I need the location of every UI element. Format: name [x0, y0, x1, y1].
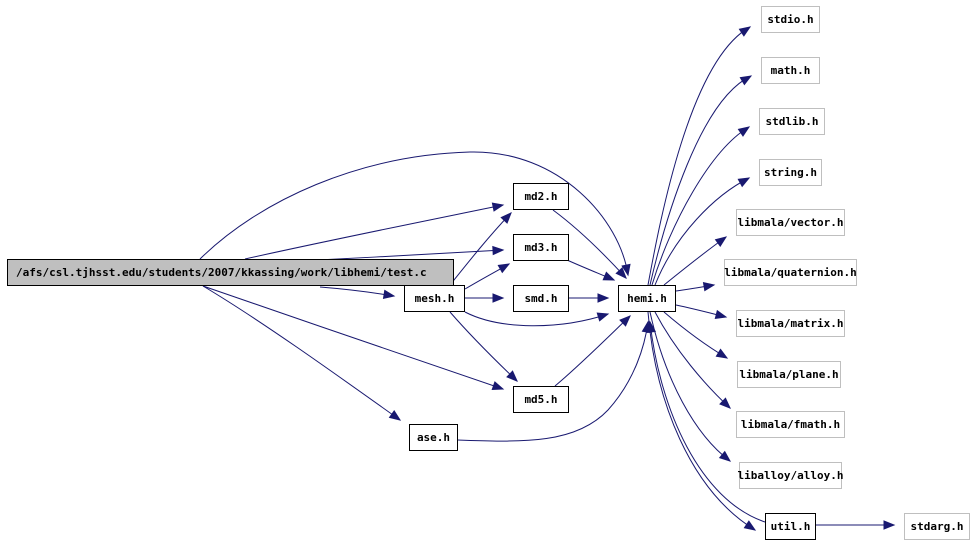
edge-hemi-h-to-math-h-arrowhead	[739, 75, 753, 86]
edge-test-c-to-hemi-h	[199, 151, 629, 276]
edge-hemi-h-to-vector-h-arrowhead	[714, 236, 728, 247]
edge-test-c-to-md3-h	[317, 249, 504, 261]
edge-md3-h-to-hemi-h-arrowhead	[602, 271, 616, 281]
edge-md2-h-to-hemi-h-arrowhead	[615, 267, 627, 279]
node-alloy-h: liballoy/alloy.h	[737, 462, 844, 489]
edge-hemi-h-to-util-h	[647, 311, 756, 531]
node-label: stdlib.h	[765, 115, 819, 128]
node-math-h: math.h	[761, 57, 820, 84]
edge-hemi-h-to-util-h-arrowhead	[743, 520, 757, 531]
node-ase-h[interactable]: ase.h	[409, 424, 458, 451]
node-mesh-h[interactable]: mesh.h	[404, 285, 465, 312]
node-fmath-h: libmala/fmath.h	[736, 411, 845, 438]
edge-test-c-to-md5-h-arrowhead	[491, 381, 505, 391]
node-label: /afs/csl.tjhsst.edu/students/2007/kkassi…	[16, 266, 427, 279]
node-label: libmala/fmath.h	[740, 418, 841, 431]
edge-mesh-h-to-hemi-h-arrowhead	[596, 312, 610, 322]
edge-util-h-to-hemi-h-arrowhead	[646, 320, 657, 334]
node-md2-h[interactable]: md2.h	[513, 183, 569, 210]
node-label: stdarg.h	[910, 520, 964, 533]
edge-hemi-h-to-plane-h-arrowhead	[715, 348, 729, 359]
edge-test-c-to-md5-h	[202, 285, 504, 390]
node-matrix-h: libmala/matrix.h	[736, 310, 845, 337]
node-label: md2.h	[524, 190, 558, 203]
node-stdio-h: stdio.h	[761, 6, 820, 33]
edge-hemi-h-to-string-h-arrowhead	[737, 177, 751, 188]
node-label: hemi.h	[627, 292, 667, 305]
node-label: libmala/vector.h	[737, 216, 844, 229]
node-label: libmala/plane.h	[739, 368, 839, 381]
node-label: math.h	[770, 64, 811, 77]
node-label: mesh.h	[414, 292, 455, 305]
edge-test-c-to-hemi-h-arrowhead	[621, 263, 631, 277]
node-util-h[interactable]: util.h	[765, 513, 816, 540]
edge-util-h-to-stdarg-h-arrowhead	[883, 520, 896, 530]
edge-mesh-h-to-md2-h-arrowhead	[500, 212, 512, 224]
edge-hemi-h-to-alloy-h	[649, 311, 731, 462]
edge-mesh-h-to-smd-h-arrowhead	[492, 293, 505, 303]
edge-test-c-to-ase-h-arrowhead	[388, 410, 402, 421]
edge-hemi-h-to-vector-h	[663, 236, 727, 286]
edge-hemi-h-to-alloy-h-arrowhead	[718, 450, 732, 462]
node-smd-h[interactable]: smd.h	[513, 285, 569, 312]
edge-hemi-h-to-matrix-h-arrowhead	[714, 309, 728, 320]
node-label: smd.h	[524, 292, 558, 305]
edge-mesh-h-to-md3-h-arrowhead	[497, 263, 511, 274]
edge-hemi-h-to-stdlib-h	[651, 126, 750, 286]
edge-hemi-h-to-string-h	[654, 177, 750, 286]
node-label: util.h	[770, 520, 811, 533]
node-stdarg-h: stdarg.h	[904, 513, 970, 540]
node-label: stdio.h	[767, 13, 814, 26]
node-quaternion-h: libmala/quaternion.h	[724, 259, 857, 286]
edge-test-c-to-md2-h-arrowhead	[491, 202, 505, 212]
edge-hemi-h-to-stdio-h	[647, 26, 751, 286]
edge-mesh-h-to-md2-h	[449, 212, 512, 286]
node-md5-h[interactable]: md5.h	[513, 386, 569, 413]
node-hemi-h[interactable]: hemi.h	[618, 285, 676, 312]
edge-test-c-to-md2-h	[244, 204, 504, 260]
node-label: ase.h	[416, 431, 451, 444]
edge-util-h-to-hemi-h	[649, 321, 766, 523]
node-md3-h[interactable]: md3.h	[513, 234, 569, 261]
node-stdlib-h: stdlib.h	[759, 108, 825, 135]
edge-hemi-h-to-plane-h	[663, 311, 728, 359]
node-label: string.h	[764, 166, 817, 179]
edge-hemi-h-to-stdio-h-arrowhead	[738, 26, 752, 37]
node-test-c[interactable]: /afs/csl.tjhsst.edu/students/2007/kkassi…	[7, 259, 454, 286]
edge-test-c-to-mesh-h-arrowhead	[382, 289, 396, 300]
edge-hemi-h-to-fmath-h	[654, 311, 731, 409]
edge-mesh-h-to-md5-h	[449, 311, 518, 382]
edge-hemi-h-to-fmath-h-arrowhead	[719, 397, 731, 409]
edge-hemi-h-to-quaternion-h-arrowhead	[702, 282, 716, 292]
edge-test-c-to-md3-h-arrowhead	[492, 245, 505, 256]
edge-md5-h-to-hemi-h	[554, 315, 631, 387]
edge-hemi-h-to-stdlib-h-arrowhead	[737, 126, 751, 137]
node-plane-h: libmala/plane.h	[737, 361, 841, 388]
edge-md5-h-to-hemi-h-arrowhead	[619, 315, 631, 327]
edge-ase-h-to-hemi-h	[457, 321, 649, 442]
node-string-h: string.h	[759, 159, 822, 186]
node-label: md3.h	[524, 241, 558, 254]
node-label: md5.h	[524, 393, 558, 406]
edge-smd-h-to-hemi-h-arrowhead	[597, 293, 610, 303]
edge-mesh-h-to-hemi-h	[464, 311, 609, 327]
edge-test-c-to-ase-h	[202, 285, 401, 421]
edge-mesh-h-to-md5-h-arrowhead	[506, 370, 518, 382]
node-label: liballoy/alloy.h	[737, 469, 844, 482]
node-vector-h: libmala/vector.h	[736, 209, 845, 236]
node-label: libmala/matrix.h	[737, 317, 844, 330]
node-label: libmala/quaternion.h	[724, 266, 857, 279]
edge-test-c-to-mesh-h	[319, 286, 395, 297]
edge-hemi-h-to-math-h	[649, 75, 752, 286]
